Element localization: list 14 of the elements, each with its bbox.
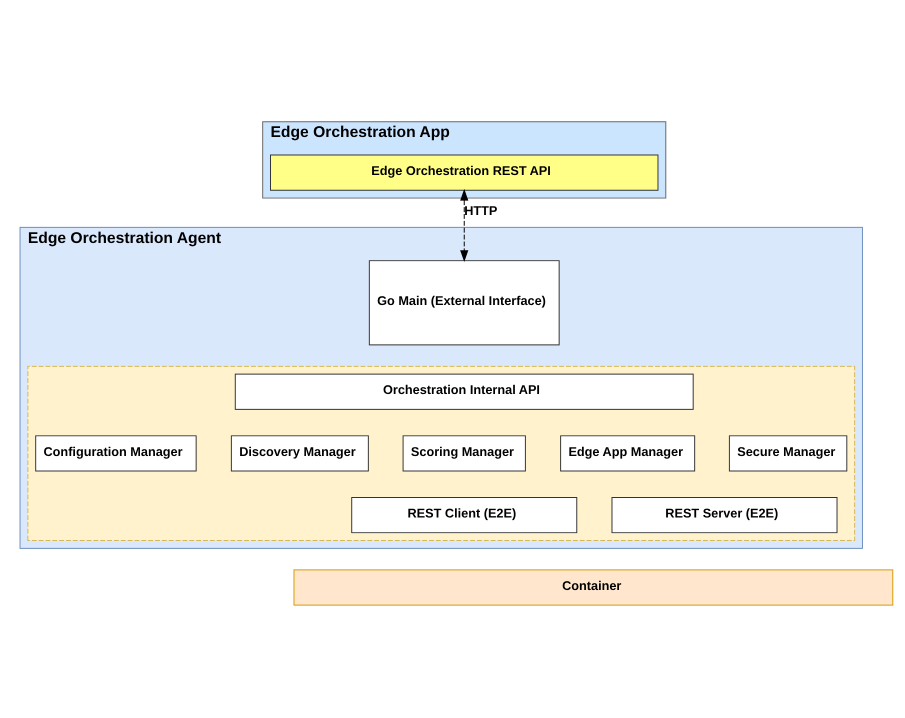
node-box: Scoring Manager — [402, 434, 526, 472]
node-box: Edge Orchestration REST API — [270, 154, 658, 190]
cluster — [27, 365, 856, 540]
node-box: REST Client (E2E) — [351, 496, 578, 533]
arrow — [460, 188, 468, 262]
node-box: REST Server (E2E) — [612, 496, 838, 533]
node-box: Edge App Manager — [560, 434, 696, 472]
node-box: Secure Manager — [728, 434, 848, 472]
node-box: Discovery Manager — [230, 434, 369, 472]
node-box: Go Main (External Interface) — [368, 260, 560, 345]
node-box: Container — [294, 568, 894, 606]
node-box: Configuration Manager — [35, 434, 197, 472]
node-box: Orchestration Internal API — [234, 373, 694, 410]
edge-label: HTTP — [464, 202, 498, 218]
